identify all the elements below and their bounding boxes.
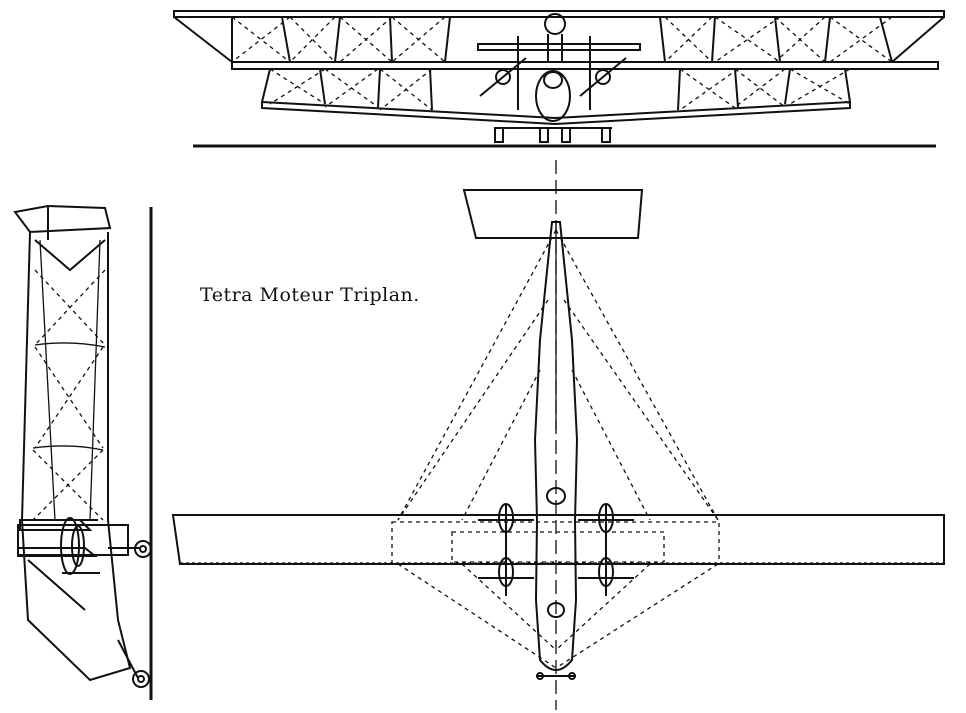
front-engines: [479, 36, 627, 110]
front-landing-gear: [494, 127, 612, 143]
plan-view: [171, 160, 945, 710]
front-view: [173, 10, 945, 148]
side-propellers: [60, 517, 100, 575]
plan-tailplane: [462, 189, 644, 239]
front-bracing-wires: [231, 16, 893, 111]
drawing-caption: Tetra Moteur Triplan.: [200, 284, 420, 306]
front-middle-wing: [231, 61, 939, 70]
front-center-upper-plane: [477, 43, 641, 51]
side-landing-gear: [27, 540, 152, 688]
side-fuselage-frames: [32, 342, 106, 451]
side-cross-bracing: [32, 269, 106, 521]
side-tail-rudder: [13, 204, 112, 234]
plan-center-section: [391, 521, 720, 565]
side-view: [13, 204, 153, 700]
front-fuselage: [535, 13, 571, 122]
side-tail-bracing: [34, 239, 106, 521]
plan-fuselage: [533, 221, 579, 671]
side-fuselage: [20, 231, 132, 682]
front-interplane-struts: [173, 16, 945, 111]
plan-bracing-cables: [397, 229, 719, 669]
plan-nose-gear: [536, 672, 576, 680]
plan-engine-nacelles: [478, 503, 634, 596]
plan-main-wing: [171, 514, 945, 565]
front-bottom-wing: [261, 100, 851, 126]
